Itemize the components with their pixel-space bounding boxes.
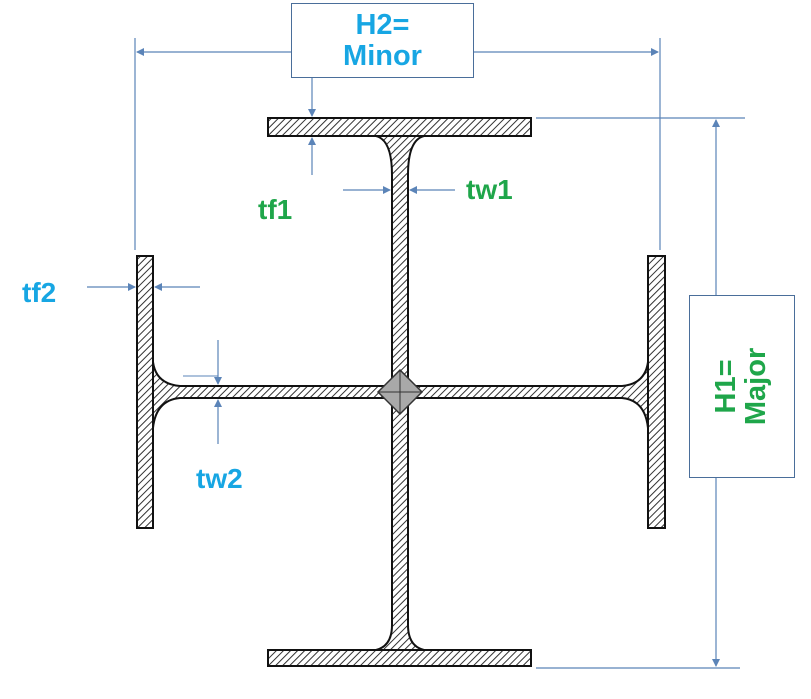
tw2-label: tw2 bbox=[196, 463, 243, 494]
h1-major-label-box: H1= Major bbox=[689, 295, 795, 478]
h2-label-line1: H2= bbox=[355, 9, 410, 42]
tw2-arrows bbox=[183, 340, 222, 444]
h1-dimension bbox=[536, 117, 745, 669]
h2-dimension bbox=[134, 38, 661, 250]
minor-left-flange bbox=[136, 255, 154, 529]
minor-right-flange bbox=[647, 255, 666, 529]
tw1-label: tw1 bbox=[466, 174, 513, 205]
h2-label-line2: Minor bbox=[343, 39, 422, 72]
tf2-label: tf2 bbox=[22, 277, 57, 308]
h1-label-line2: Major bbox=[741, 347, 773, 426]
h1-label: H1= Major bbox=[710, 347, 773, 426]
major-bottom-flange bbox=[267, 649, 532, 667]
major-top-flange bbox=[267, 117, 532, 137]
h1-label-line1: H1= bbox=[710, 359, 743, 414]
tf1-label: tf1 bbox=[258, 194, 293, 225]
h2-label: H2= Minor bbox=[343, 10, 422, 71]
h2-minor-label-box: H2= Minor bbox=[291, 3, 474, 78]
